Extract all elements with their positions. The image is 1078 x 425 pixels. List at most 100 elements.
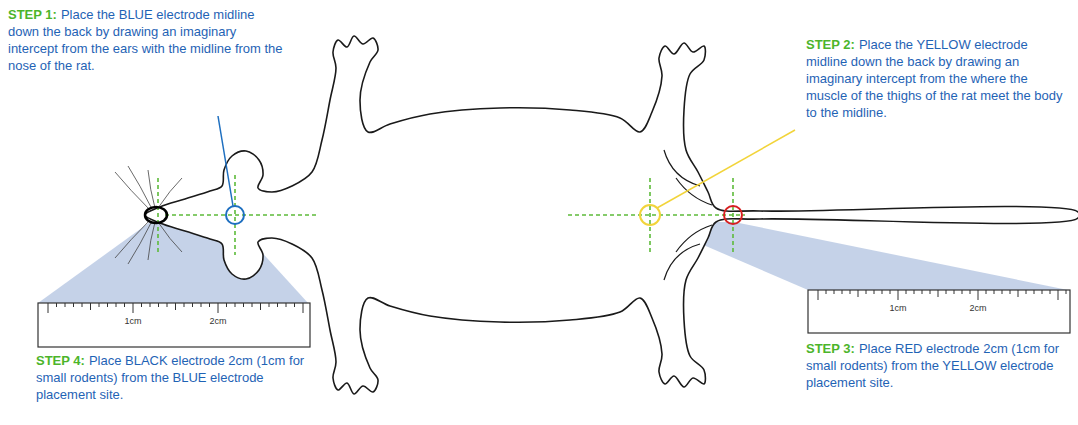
- step-callout: STEP 4:Place BLACK electrode 2cm (1cm fo…: [36, 352, 321, 403]
- black-electrode: [145, 207, 167, 223]
- ruler-tick: [192, 303, 193, 307]
- guide-line: [568, 214, 745, 216]
- whisker: [148, 222, 155, 260]
- ruler-tick: [260, 303, 261, 310]
- ruler-tick: [882, 290, 883, 294]
- whisker: [158, 222, 182, 252]
- thigh-line: [676, 178, 712, 205]
- ruler-tick: [243, 303, 244, 307]
- zoom-wedge: [650, 222, 1068, 290]
- ruler-tick: [858, 290, 859, 297]
- guide-line: [165, 214, 318, 216]
- ruler-tick: [235, 303, 236, 307]
- ruler-tick: [898, 290, 899, 300]
- ruler-tick: [1018, 290, 1019, 297]
- ruler-tick: [1002, 290, 1003, 294]
- ruler-tick: [99, 303, 100, 307]
- ruler-tick: [834, 290, 835, 294]
- ruler-tick: [286, 303, 287, 307]
- ruler-tick: [1026, 290, 1027, 294]
- step-callout: STEP 2:Place the YELLOW electrode midlin…: [806, 36, 1070, 121]
- ruler-tick: [946, 290, 947, 294]
- whisker: [158, 178, 182, 208]
- ruler-tick: [252, 303, 253, 307]
- ruler-tick: [986, 290, 987, 294]
- step-heading: STEP 2:: [806, 37, 855, 52]
- ruler-tick: [866, 290, 867, 294]
- guide-line: [732, 178, 734, 252]
- ruler-tick: [938, 290, 939, 297]
- ruler-tick: [1050, 290, 1051, 294]
- step-heading: STEP 3:: [806, 341, 855, 356]
- ruler-tick: [201, 303, 202, 307]
- ruler-tick: [294, 303, 295, 307]
- ruler-tick: [90, 303, 91, 310]
- thigh-line: [664, 150, 700, 186]
- ruler-label: 1cm: [889, 303, 906, 313]
- whisker: [115, 220, 150, 258]
- ruler-tick: [277, 303, 278, 307]
- ruler-label: 2cm: [209, 316, 226, 326]
- ruler-body: [808, 290, 1070, 333]
- ruler-tick: [930, 290, 931, 294]
- ruler-tick: [970, 290, 971, 294]
- red-electrode: [724, 206, 742, 224]
- ruler-tick: [994, 290, 995, 294]
- ruler-tick: [73, 303, 74, 307]
- ruler-body: [38, 303, 310, 347]
- guide-line: [649, 178, 651, 252]
- ruler: [38, 303, 310, 347]
- ruler-tick: [890, 290, 891, 294]
- ruler-tick: [303, 303, 304, 313]
- blue-electrode: [226, 206, 244, 224]
- ruler-tick: [133, 303, 134, 313]
- whisker: [148, 170, 155, 208]
- step-callout: STEP 1:Place the BLUE electrode midline …: [8, 6, 283, 74]
- ruler-tick: [922, 290, 923, 294]
- leader-line: [218, 116, 233, 206]
- ruler-tick: [167, 303, 168, 307]
- ruler-tick: [141, 303, 142, 307]
- ruler-tick: [818, 290, 819, 300]
- ruler-tick: [962, 290, 963, 294]
- step-callout: STEP 3:Place RED electrode 2cm (1cm for …: [806, 340, 1070, 391]
- thigh-line: [664, 244, 700, 280]
- ruler-tick: [842, 290, 843, 294]
- ruler-tick: [107, 303, 108, 307]
- ruler-tick: [269, 303, 270, 307]
- thigh-line: [676, 225, 712, 252]
- ruler: [808, 290, 1070, 333]
- ruler-tick: [226, 303, 227, 307]
- ruler-tick: [218, 303, 219, 313]
- ruler-tick: [158, 303, 159, 307]
- ruler-tick: [82, 303, 83, 307]
- ruler-label: 2cm: [969, 303, 986, 313]
- ruler-tick: [56, 303, 57, 307]
- ruler-tick: [906, 290, 907, 294]
- step-heading: STEP 4:: [36, 353, 85, 368]
- ruler-tick: [1066, 290, 1067, 294]
- ruler-tick: [1010, 290, 1011, 294]
- ruler-tick: [1042, 290, 1043, 294]
- ruler-tick: [124, 303, 125, 307]
- whisker: [115, 172, 150, 210]
- ruler-tick: [826, 290, 827, 294]
- ruler-tick: [850, 290, 851, 294]
- guide-line: [234, 175, 236, 255]
- ruler-tick: [914, 290, 915, 294]
- step-heading: STEP 1:: [8, 7, 57, 22]
- ruler-tick: [150, 303, 151, 307]
- ruler-tick: [184, 303, 185, 307]
- ruler-tick: [978, 290, 979, 300]
- ruler-tick: [175, 303, 176, 310]
- ruler-label: 1cm: [124, 316, 141, 326]
- ruler-tick: [954, 290, 955, 294]
- ruler-tick: [874, 290, 875, 294]
- ruler-tick: [1034, 290, 1035, 294]
- ruler-tick: [1058, 290, 1059, 300]
- leader-line: [657, 130, 795, 208]
- guide-line: [157, 178, 159, 252]
- ruler-tick: [48, 303, 49, 313]
